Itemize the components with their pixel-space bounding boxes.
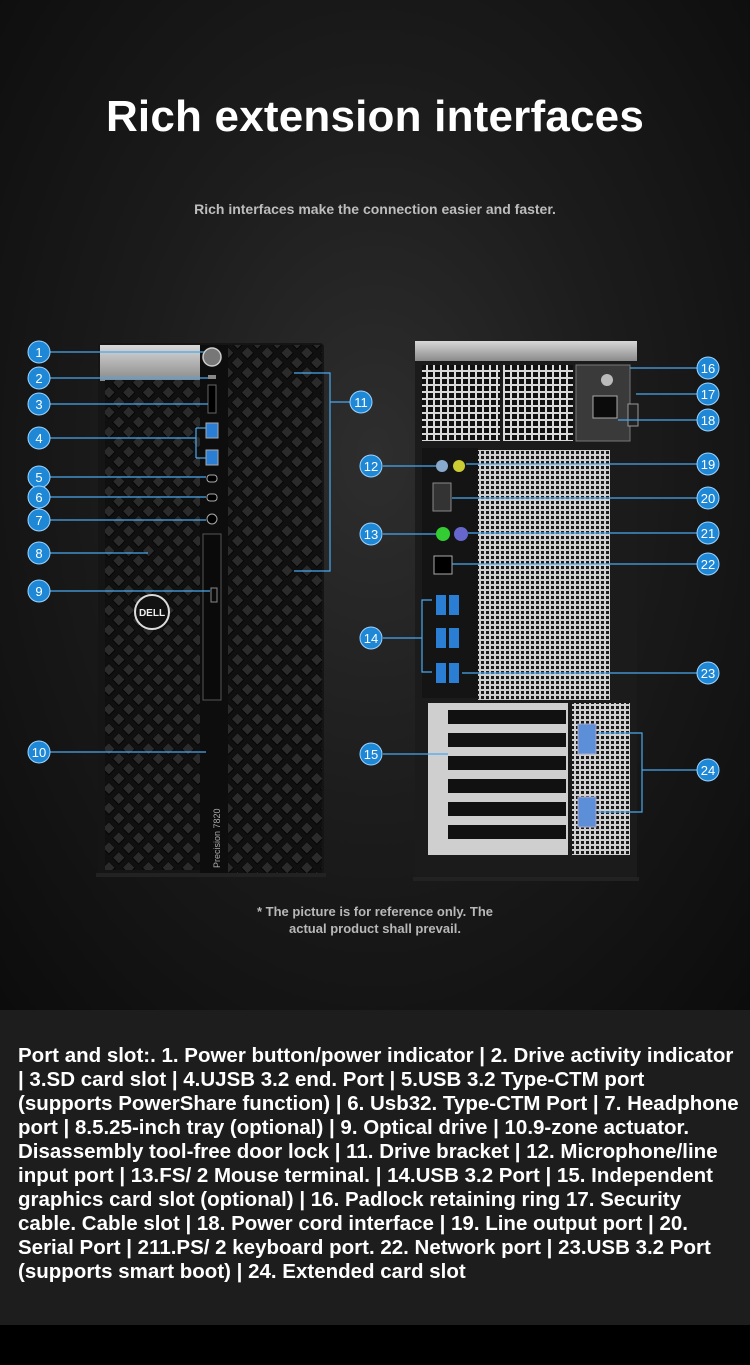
padlock-ring <box>627 403 639 427</box>
svg-text:24: 24 <box>701 763 715 778</box>
disclaimer: * The picture is for reference only. The… <box>225 903 525 937</box>
brand-logo-text: DELL <box>139 608 165 619</box>
usb-a-port <box>205 449 219 466</box>
svg-text:11: 11 <box>354 395 368 410</box>
svg-text:1: 1 <box>35 345 42 360</box>
optical-drive-bay <box>202 533 222 701</box>
callout-24: 24 <box>696 758 720 782</box>
svg-text:15: 15 <box>364 747 378 762</box>
usb-a-port <box>205 422 219 439</box>
power-button-icon <box>202 347 222 367</box>
headphone-jack <box>206 513 218 525</box>
fan-grille <box>422 365 500 441</box>
fan-grille <box>503 365 573 441</box>
svg-text:19: 19 <box>701 457 715 472</box>
svg-text:23: 23 <box>701 666 715 681</box>
ps2-keyboard-port <box>454 527 468 541</box>
port-description-panel: Port and slot:. 1. Power button/power in… <box>0 1010 750 1325</box>
callout-19: 19 <box>696 452 720 476</box>
svg-text:21: 21 <box>701 526 715 541</box>
callout-9: 9 <box>27 579 51 603</box>
bottom-spacer <box>0 1325 750 1365</box>
svg-text:10: 10 <box>32 745 46 760</box>
callout-5: 5 <box>27 465 51 489</box>
callout-18: 18 <box>696 408 720 432</box>
page-title: Rich extension interfaces <box>105 92 645 141</box>
rear-tower <box>413 341 639 881</box>
callout-12: 12 <box>359 454 383 478</box>
rear-vent <box>478 450 610 700</box>
callout-23: 23 <box>696 661 720 685</box>
network-port <box>433 555 453 575</box>
port-description-text: Port and slot:. 1. Power button/power in… <box>18 1044 739 1283</box>
usb-c-port <box>206 493 218 502</box>
hero-section: Rich extension interfaces Rich interface… <box>0 0 750 1010</box>
svg-text:7: 7 <box>35 513 42 528</box>
callout-15: 15 <box>359 742 383 766</box>
callout-16: 16 <box>696 356 720 380</box>
svg-text:3: 3 <box>35 397 42 412</box>
disclaimer-line-1: * The picture is for reference only. The <box>257 904 493 919</box>
usb-c-port <box>206 474 218 483</box>
svg-text:20: 20 <box>701 491 715 506</box>
front-tower: DELL Precision 7820 <box>96 343 326 877</box>
page-subtitle: Rich interfaces make the connection easi… <box>194 201 556 217</box>
callout-1: 1 <box>27 340 51 364</box>
model-label: Precision 7820 <box>212 808 222 868</box>
leader-lines <box>50 351 697 813</box>
callout-4: 4 <box>27 426 51 450</box>
callout-22: 22 <box>696 552 720 576</box>
callout-3: 3 <box>27 392 51 416</box>
ps2-mouse-port <box>436 527 450 541</box>
callout-20: 20 <box>696 486 720 510</box>
callout-17: 17 <box>696 382 720 406</box>
svg-text:6: 6 <box>35 490 42 505</box>
power-cord-socket <box>592 395 618 419</box>
svg-text:13: 13 <box>364 527 378 542</box>
callout-10: 10 <box>27 740 51 764</box>
svg-text:16: 16 <box>701 361 715 376</box>
callout-14: 14 <box>359 626 383 650</box>
workstation-illustration: DELL Precision 7820 <box>27 340 720 881</box>
svg-text:4: 4 <box>35 431 42 446</box>
drive-activity-indicator <box>208 375 216 379</box>
callout-6: 6 <box>27 485 51 509</box>
dell-logo <box>134 594 170 630</box>
callout-7: 7 <box>27 508 51 532</box>
svg-text:22: 22 <box>701 557 715 572</box>
svg-text:12: 12 <box>364 459 378 474</box>
disclaimer-line-2: actual product shall prevail. <box>289 921 461 936</box>
svg-text:2: 2 <box>35 371 42 386</box>
callout-11: 11 <box>349 390 373 414</box>
svg-text:17: 17 <box>701 387 715 402</box>
eject-button <box>210 587 218 603</box>
sd-card-slot <box>207 384 217 414</box>
svg-text:5: 5 <box>35 470 42 485</box>
svg-text:18: 18 <box>701 413 715 428</box>
svg-text:14: 14 <box>364 631 378 646</box>
callout-21: 21 <box>696 521 720 545</box>
svg-text:8: 8 <box>35 546 42 561</box>
serial-port <box>432 482 452 512</box>
svg-text:9: 9 <box>35 584 42 599</box>
callout-13: 13 <box>359 522 383 546</box>
callout-8: 8 <box>27 541 51 565</box>
callout-2: 2 <box>27 366 51 390</box>
